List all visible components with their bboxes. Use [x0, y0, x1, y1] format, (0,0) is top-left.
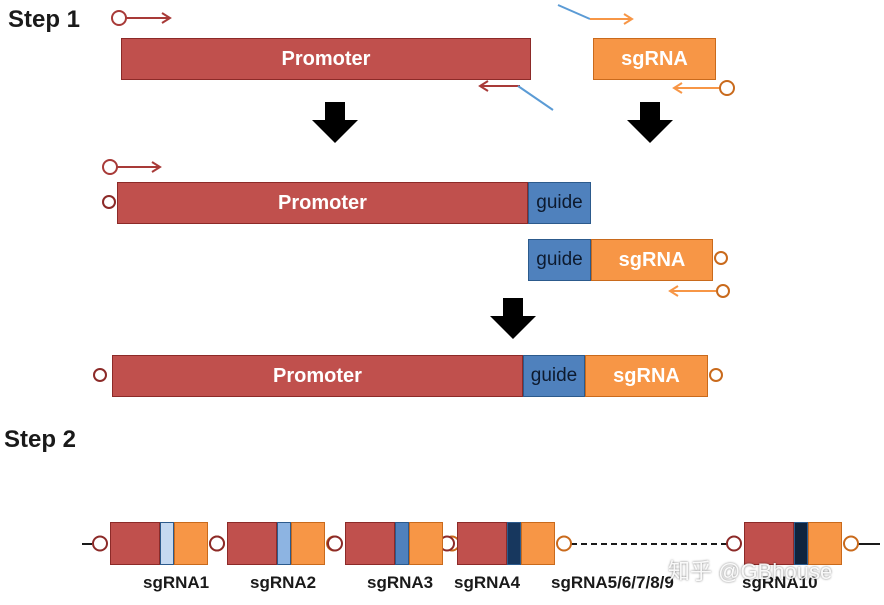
reverse-primer-sgrna [672, 80, 735, 96]
cassette-label: sgRNA3 [367, 573, 434, 592]
down-arrow-2 [627, 102, 673, 143]
cassette-label: sgRNA10 [742, 573, 818, 592]
end-cap [93, 368, 107, 382]
guide-box-row2a: guide [528, 182, 591, 224]
cassette-label: sgRNA1 [143, 573, 210, 592]
cassette-promoter [744, 522, 794, 565]
promoter-box-row2: Promoter [117, 182, 528, 224]
guide-box-row3: guide [523, 355, 585, 397]
cassette-sgrna [409, 522, 443, 565]
cassette-end-cap [209, 535, 225, 552]
down-arrow-1 [312, 102, 358, 143]
end-cap [709, 368, 723, 382]
cassette-sgrna [174, 522, 208, 565]
cassette-label: sgRNA5/6/7/8/9 [551, 573, 674, 592]
cassette-end-cap [92, 535, 108, 552]
end-cap [714, 251, 728, 265]
cassette-end-cap [843, 535, 859, 552]
cassette-guide [160, 522, 174, 565]
cassette-sgrna [808, 522, 842, 565]
cassette-sgrna [291, 522, 325, 565]
cassette-guide [507, 522, 521, 565]
forward-primer-sgrna [557, 4, 634, 25]
cassette-end-cap [726, 535, 742, 552]
cassette-label: sgRNA2 [250, 573, 317, 592]
cassette-label: sgRNA4 [454, 573, 521, 592]
cassette-end-cap [327, 535, 343, 552]
step-1-label: Step 1 [8, 6, 81, 33]
promoter-box-row3: Promoter [112, 355, 523, 397]
cassette-guide [794, 522, 808, 565]
cassette-guide [277, 522, 291, 565]
cassette-promoter [110, 522, 160, 565]
forward-primer-row2 [102, 159, 162, 175]
cassette-promoter [345, 522, 395, 565]
down-arrow-3 [490, 298, 536, 339]
sgrna-box-row3: sgRNA [585, 355, 708, 397]
cassette-guide [395, 522, 409, 565]
end-cap [102, 195, 116, 209]
reverse-primer-promoter [478, 80, 554, 111]
cassette-sgrna [521, 522, 555, 565]
cassette-end-cap [556, 535, 572, 552]
sgrna-box-row1: sgRNA [593, 38, 716, 80]
guide-box-row2b: guide [528, 239, 591, 281]
sgrna-box-row2: sgRNA [591, 239, 713, 281]
cassette-promoter [457, 522, 507, 565]
cassette-end-caps [92, 535, 859, 552]
step-2-label: Step 2 [4, 426, 77, 453]
promoter-box-row1: Promoter [121, 38, 531, 80]
cassette-promoter [227, 522, 277, 565]
watermark: 知乎 @GBhouse [668, 559, 833, 584]
forward-primer-promoter [111, 10, 172, 26]
reverse-primer-row2 [668, 284, 730, 298]
